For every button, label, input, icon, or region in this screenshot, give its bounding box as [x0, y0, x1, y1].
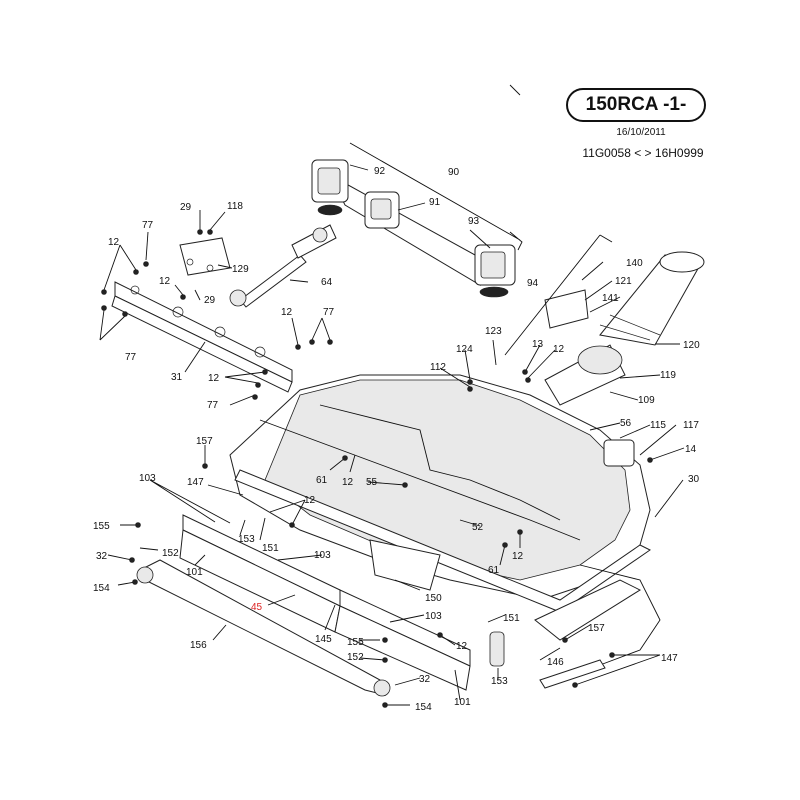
side-skid: [534, 579, 642, 689]
callout-29a: 29: [180, 202, 192, 213]
callout-12b: 12: [159, 276, 171, 287]
callout-117: 117: [683, 420, 699, 431]
chute-assembly: [544, 251, 705, 406]
callout-124: 124: [456, 344, 473, 355]
callout-12i: 12: [456, 641, 468, 652]
callout-77d: 77: [207, 400, 219, 411]
callout-154a: 154: [93, 583, 110, 594]
callout-77c: 77: [125, 352, 137, 363]
callout-121: 121: [615, 276, 632, 287]
callout-157a: 157: [196, 436, 213, 447]
callout-61a: 61: [316, 475, 328, 486]
callout-157b: 157: [588, 623, 605, 634]
callout-29b: 29: [204, 295, 216, 306]
fasteners: [101, 229, 653, 708]
callout-64: 64: [321, 277, 333, 288]
callout-155b: 155: [347, 637, 364, 648]
serial-range: 11G0058 < > 16H0999: [582, 146, 704, 160]
callout-55: 55: [366, 477, 378, 488]
model-title-badge: 150RCA -1-: [566, 88, 706, 122]
callout-103c: 103: [425, 611, 442, 622]
callout-140: 140: [626, 258, 643, 269]
callout-94: 94: [527, 278, 539, 289]
callout-31: 31: [171, 372, 183, 383]
callout-150: 150: [425, 593, 442, 604]
callout-120: 120: [683, 340, 700, 351]
callout-112: 112: [430, 362, 446, 373]
callout-30: 30: [688, 474, 700, 485]
callout-32b: 32: [419, 674, 431, 685]
callout-91: 91: [429, 197, 441, 208]
callout-153b: 153: [491, 676, 508, 687]
callout-153a: 153: [238, 534, 255, 545]
callout-56: 56: [620, 418, 632, 429]
callout-12d: 12: [208, 373, 220, 384]
diagram-date: 16/10/2011: [616, 127, 666, 138]
callout-155a: 155: [93, 521, 110, 532]
callout-103a: 103: [139, 473, 156, 484]
callout-61b: 61: [488, 565, 500, 576]
callout-103b: 103: [314, 550, 331, 561]
callout-151b: 151: [503, 613, 520, 624]
callout-151a: 151: [262, 543, 279, 554]
callout-13: 13: [532, 339, 544, 350]
callout-12h: 12: [512, 551, 524, 562]
wheel-arm: [136, 559, 391, 697]
callout-32a: 32: [96, 551, 108, 562]
callout-12g: 12: [304, 495, 316, 506]
callout-45: 45: [251, 602, 263, 613]
callout-147b: 147: [661, 653, 678, 664]
callout-93: 93: [468, 216, 480, 227]
callout-109: 109: [638, 395, 655, 406]
callout-118: 118: [227, 201, 243, 212]
pto-shaft: [229, 224, 337, 308]
callout-14: 14: [685, 444, 697, 455]
callout-12a: 12: [108, 237, 120, 248]
callout-123: 123: [485, 326, 502, 337]
callout-154b: 154: [415, 702, 432, 713]
callout-146: 146: [547, 657, 564, 668]
callout-141: 141: [602, 293, 619, 304]
callout-152a: 152: [162, 548, 179, 559]
callout-115: 115: [650, 420, 666, 431]
callout-145: 145: [315, 634, 332, 645]
callout-77a: 77: [142, 220, 154, 231]
callout-12c: 12: [281, 307, 293, 318]
callout-52: 52: [472, 522, 484, 533]
callout-92: 92: [374, 166, 386, 177]
callout-101b: 101: [454, 697, 471, 708]
bracket-118: [179, 237, 231, 276]
callout-147a: 147: [187, 477, 204, 488]
leader-lines: [99, 84, 685, 706]
skirt-strips: [179, 514, 471, 691]
callout-90: 90: [448, 167, 460, 178]
callout-101a: 101: [186, 567, 203, 578]
callout-12e: 12: [553, 344, 565, 355]
gearbox-assembly: [311, 142, 523, 298]
callout-129: 129: [232, 264, 249, 275]
callout-labels: 92 90 91 93 94 29 118 77 12 129 64 12 29…: [93, 166, 700, 713]
deck-shell: [229, 374, 661, 666]
callout-119: 119: [660, 370, 676, 381]
callout-77b: 77: [323, 307, 335, 318]
callout-12f: 12: [342, 477, 354, 488]
callout-156: 156: [190, 640, 207, 651]
callout-152b: 152: [347, 652, 364, 663]
front-beam: [111, 281, 293, 393]
